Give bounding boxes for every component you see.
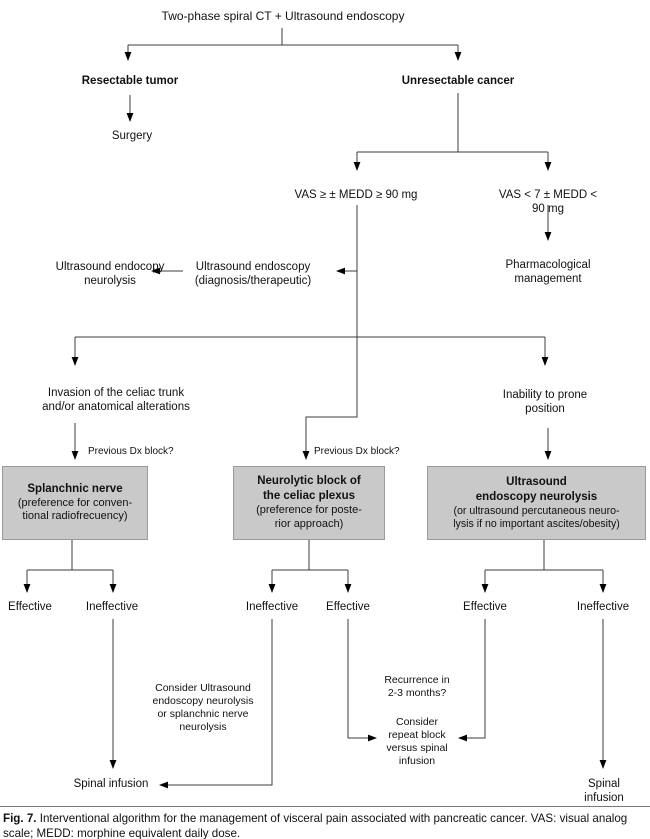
note-recurrence: Recurrence in 2-3 months? [384, 674, 450, 700]
box-neurolytic-block: Neurolytic block of the celiac plexus (p… [233, 466, 385, 540]
connectors-top [124, 28, 552, 171]
node-invasion-celiac-trunk: Invasion of the celiac trunk and/or anat… [42, 387, 190, 414]
node-vas-high: VAS ≥ ± MEDD ≥ 90 mg [294, 189, 418, 201]
note-consider-repeat-block: Consider repeat block versus spinal infu… [386, 716, 448, 768]
node-vas-low: VAS < 7 ± MEDD < 90 mg [498, 189, 598, 216]
node-unresectable-cancer: Unresectable cancer [401, 75, 515, 87]
box-neurolytic-title: Neurolytic block of the celiac plexus [257, 475, 361, 503]
box-splanchnic-title: Splanchnic nerve [27, 482, 123, 495]
node-spinal-infusion-right: Spinal infusion [584, 778, 624, 805]
connectors-outcomes [109, 619, 607, 789]
box-ultrasound-title: Ultrasound endoscopy neurolysis [475, 475, 598, 503]
note-consider-ultrasound-neurolysis: Consider Ultrasound endoscopy neurolysis… [152, 682, 254, 734]
node-ultrasound-endoscopy-diagnostic: Ultrasound endoscopy (diagnosis/therapeu… [194, 261, 312, 288]
node-inability-prone-position: Inability to prone position [502, 389, 588, 416]
label-previous-dx-block-middle: Previous Dx block? [314, 446, 400, 457]
node-surgery: Surgery [111, 130, 153, 142]
outcome-mid-effective: Effective [326, 601, 370, 613]
figure-caption: Fig. 7. Interventional algorithm for the… [3, 811, 647, 839]
box-ultrasound-sub: (or ultrasound percutaneous neuro- lysis… [453, 504, 620, 530]
caption-divider [0, 806, 650, 807]
outcome-right-ineffective: Ineffective [576, 601, 630, 613]
caption-text: Interventional algorithm for the managem… [3, 812, 628, 839]
node-spinal-infusion-left: Spinal infusion [73, 778, 149, 790]
connectors-box-splits [23, 540, 607, 593]
node-ultrasound-endoscopy-neurolysis: Ultrasound endocopy neurolysis [55, 261, 165, 288]
outcome-mid-ineffective: Ineffective [245, 601, 299, 613]
connectors-mid-branch [71, 336, 552, 460]
node-title: Two-phase spiral CT + Ultrasound endosco… [161, 9, 405, 23]
outcome-left-effective: Effective [8, 601, 52, 613]
node-resectable-tumor: Resectable tumor [81, 75, 179, 87]
label-previous-dx-block-left: Previous Dx block? [88, 446, 174, 457]
box-splanchnic-nerve: Splanchnic nerve (preference for conven-… [2, 466, 148, 540]
box-neurolytic-sub: (preference for poste- rior approach) [256, 504, 362, 530]
connectors-vas-branches [151, 205, 552, 460]
node-pharmacological-management: Pharmacological management [505, 259, 591, 286]
caption-label: Fig. 7. [3, 812, 37, 825]
box-splanchnic-sub: (preference for conven- tional radiofrec… [17, 496, 133, 523]
outcome-left-ineffective: Ineffective [85, 601, 139, 613]
box-ultrasound-endoscopy-neurolysis: Ultrasound endoscopy neurolysis (or ultr… [427, 466, 646, 540]
outcome-right-effective: Effective [463, 601, 507, 613]
